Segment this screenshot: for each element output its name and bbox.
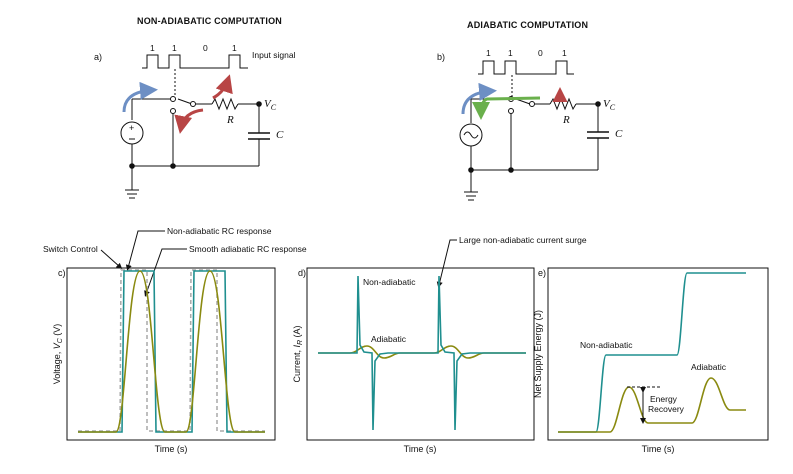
resistor-b xyxy=(549,97,577,111)
panel-label-d: d) xyxy=(298,268,306,278)
charge-arrow-a xyxy=(122,81,158,113)
chart-d-label-adiabatic: Adiabatic xyxy=(371,334,407,344)
dc-plus-a: + xyxy=(129,123,134,133)
chart-d-adiabatic-series xyxy=(318,345,526,359)
chart-d-label-nonadiabatic: Non-adiabatic xyxy=(363,277,416,287)
input-bit-b3: 0 xyxy=(538,48,543,58)
input-bit-b4: 1 xyxy=(562,48,567,58)
input-bit-b2: 1 xyxy=(508,48,513,58)
panel-label-e: e) xyxy=(538,268,546,278)
energy-recovery-line2: Recovery xyxy=(648,404,685,414)
chart-panel-e: e) Time (s) Net Supply Energy (J) Energy… xyxy=(533,267,769,454)
chart-e-xlabel: Time (s) xyxy=(642,444,675,454)
input-bit-1: 1 xyxy=(150,43,155,53)
sine-icon xyxy=(463,131,479,139)
input-signal-waveform-a xyxy=(142,54,248,69)
chart-e-ylabel: Net Supply Energy (J) xyxy=(533,310,543,398)
input-signal-waveform-b xyxy=(478,60,574,75)
chart-e-nonadiabatic-series xyxy=(558,272,746,433)
discharge-arrow-down-a xyxy=(174,108,204,134)
nonadiabatic-rc-label: Non-adiabatic RC response xyxy=(167,226,272,236)
chart-d-frame xyxy=(306,267,535,441)
smooth-adiabatic-label: Smooth adiabatic RC response xyxy=(189,244,307,254)
large-surge-label: Large non-adiabatic current surge xyxy=(459,235,587,245)
switch-contact-top-a xyxy=(170,96,176,102)
resistor-label-a: R xyxy=(226,114,234,126)
switch-control-label: Switch Control xyxy=(43,244,98,254)
ground-icon-b xyxy=(464,191,478,201)
chart-panel-d: d) Time (s) Current, IR (A) Non-adiabati… xyxy=(292,267,535,454)
circuit-adiabatic: b) 1 1 0 1 R VC C xyxy=(437,48,623,201)
title-adiabatic: ADIABATIC COMPUTATION xyxy=(467,20,588,30)
chart-panel-c: c) Time (s) Voltage, VC (V) xyxy=(52,267,276,454)
resistor-label-b: R xyxy=(562,114,570,126)
title-nonadiabatic: NON-ADIABATIC COMPUTATION xyxy=(137,16,282,26)
charge-arrow-b xyxy=(461,82,497,115)
input-bit-3: 0 xyxy=(203,43,208,53)
panel-label-b: b) xyxy=(437,52,445,62)
vc-label-a: VC xyxy=(264,98,277,112)
input-bit-b1: 1 xyxy=(486,48,491,58)
chart-d-xlabel: Time (s) xyxy=(404,444,437,454)
chart-e-label-nonadiabatic: Non-adiabatic xyxy=(580,340,633,350)
capacitor-label-a: C xyxy=(276,129,284,141)
capacitor-label-b: C xyxy=(615,128,623,140)
chart-c-switch-series xyxy=(78,269,265,432)
chart-annotations: Switch Control Non-adiabatic RC response… xyxy=(43,226,587,297)
chart-c-nonadiabatic-series xyxy=(78,270,265,433)
chart-c-frame xyxy=(66,267,276,441)
chart-e-label-adiabatic: Adiabatic xyxy=(691,362,727,372)
recovery-arrow-b xyxy=(472,96,541,120)
switch-pivot-a xyxy=(190,101,196,107)
input-signal-label: Input signal xyxy=(252,50,296,60)
switch-blade-a xyxy=(177,98,193,105)
resistor-a xyxy=(211,97,239,111)
chart-c-adiabatic-series xyxy=(78,270,265,433)
chart-d-nonadiabatic-series xyxy=(318,275,526,431)
switch-contact-bottom-a xyxy=(170,108,176,114)
chart-e-frame xyxy=(547,267,769,441)
panel-label-c: c) xyxy=(58,268,66,278)
circuit-nonadiabatic: a) 1 1 0 1 Input signal R VC C + xyxy=(94,43,296,199)
energy-recovery-line1: Energy xyxy=(650,394,678,404)
input-bit-4: 1 xyxy=(232,43,237,53)
chart-d-ylabel: Current, IR (A) xyxy=(292,325,304,382)
vc-label-b: VC xyxy=(603,98,616,112)
chart-e-adiabatic-series xyxy=(558,377,746,433)
input-bit-2: 1 xyxy=(172,43,177,53)
ground-icon-a xyxy=(125,189,139,199)
panel-label-a: a) xyxy=(94,52,102,62)
chart-c-ylabel: Voltage, VC (V) xyxy=(52,324,64,385)
chart-c-xlabel: Time (s) xyxy=(155,444,188,454)
discharge-arrow-up-a xyxy=(212,74,233,100)
